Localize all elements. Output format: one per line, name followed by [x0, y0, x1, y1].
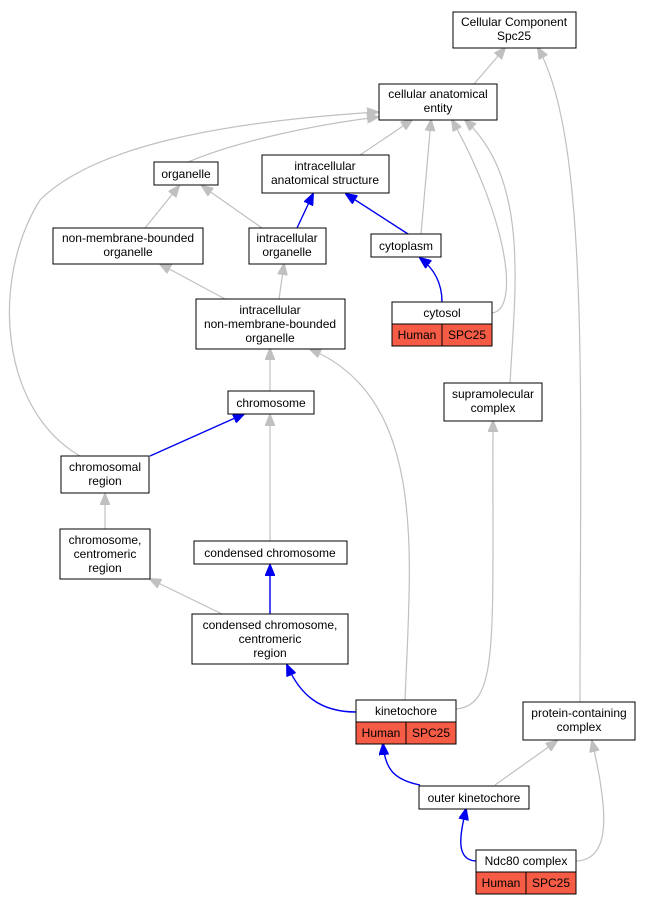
- edge-supra-to-cae: [465, 120, 516, 384]
- annotation-cytosol: Human SPC25: [391, 323, 493, 347]
- node-cellular-component[interactable]: Cellular Component Spc25: [452, 11, 577, 49]
- svg-text:SPC25: SPC25: [532, 876, 570, 890]
- node-cellular-anatomical-entity[interactable]: cellular anatomical entity: [378, 83, 498, 121]
- svg-text:intracellular: intracellular: [239, 303, 300, 317]
- node-kinetochore[interactable]: kinetochore Human SPC25: [355, 699, 457, 745]
- node-intracellular-anatomical-structure[interactable]: intracellular anatomical structure: [261, 154, 390, 194]
- node-condensed-chromosome[interactable]: condensed chromosome: [193, 540, 348, 565]
- svg-text:region: region: [88, 561, 121, 575]
- svg-text:kinetochore: kinetochore: [375, 704, 437, 718]
- svg-text:Human: Human: [398, 328, 437, 342]
- edge-nmbo-to-organelle: [144, 186, 179, 229]
- svg-text:complex: complex: [471, 401, 516, 415]
- edge-inmbo-to-nmbo: [160, 264, 226, 300]
- edge-kinetochore-to-inmbo: [310, 349, 410, 703]
- node-outer-kinetochore[interactable]: outer kinetochore: [418, 785, 530, 810]
- svg-text:condensed chromosome,: condensed chromosome,: [203, 618, 338, 632]
- svg-text:intracellular: intracellular: [256, 231, 317, 245]
- edge-kinetochore-to-cccr: [287, 665, 357, 713]
- svg-text:cytosol: cytosol: [423, 306, 460, 320]
- edge-io-to-ias: [296, 194, 313, 229]
- svg-text:organelle: organelle: [245, 331, 295, 345]
- svg-text:outer kinetochore: outer kinetochore: [428, 791, 521, 805]
- svg-text:centromeric: centromeric: [74, 547, 137, 561]
- svg-text:non-membrane-bounded: non-membrane-bounded: [204, 317, 336, 331]
- svg-text:Ndc80 complex: Ndc80 complex: [485, 854, 568, 868]
- edge-cytosol-to-cytoplasm: [420, 258, 443, 303]
- edge-io-to-organelle: [202, 186, 263, 229]
- svg-text:Cellular Component: Cellular Component: [461, 15, 568, 29]
- node-protein-containing-complex[interactable]: protein-containing complex: [522, 701, 636, 741]
- edge-inmbo-to-io: [279, 264, 284, 300]
- annotation-ndc80-complex: Human SPC25: [475, 871, 577, 895]
- node-non-membrane-bounded-organelle[interactable]: non-membrane-bounded organelle: [52, 227, 204, 265]
- svg-text:entity: entity: [424, 101, 453, 115]
- annotation-kinetochore: Human SPC25: [355, 721, 457, 745]
- svg-text:centromeric: centromeric: [239, 632, 302, 646]
- edges: [8, 48, 605, 862]
- edge-ndc80-to-outerkin: [461, 809, 477, 862]
- svg-text:protein-containing: protein-containing: [531, 706, 626, 720]
- svg-text:intracellular: intracellular: [294, 159, 355, 173]
- edge-pcc-to-cc: [538, 48, 582, 703]
- svg-text:chromosome,: chromosome,: [69, 533, 142, 547]
- node-chromosome[interactable]: chromosome: [227, 390, 315, 415]
- svg-text:SPC25: SPC25: [448, 328, 486, 342]
- edge-cytoplasm-to-ias: [346, 194, 409, 235]
- edge-outerkin-to-pcc: [494, 741, 557, 786]
- svg-text:cytoplasm: cytoplasm: [379, 239, 433, 253]
- svg-text:region: region: [88, 474, 121, 488]
- edge-cytoplasm-to-cae: [420, 120, 431, 235]
- node-chromosome-centromeric-region[interactable]: chromosome, centromeric region: [59, 528, 151, 580]
- svg-text:Spc25: Spc25: [497, 29, 531, 43]
- svg-text:condensed chromosome: condensed chromosome: [204, 546, 336, 560]
- svg-text:non-membrane-bounded: non-membrane-bounded: [62, 231, 194, 245]
- svg-text:chromosomal: chromosomal: [69, 460, 141, 474]
- edge-ndc80-to-pcc: [575, 741, 605, 862]
- node-chromosomal-region[interactable]: chromosomal region: [60, 455, 150, 494]
- node-condensed-chromosome-centromeric-region[interactable]: condensed chromosome, centromeric region: [191, 613, 349, 665]
- svg-text:chromosome: chromosome: [236, 396, 306, 410]
- edge-outerkin-to-kinetochore: [383, 744, 421, 786]
- edge-kinetochore-to-supra: [455, 421, 493, 710]
- node-supramolecular-complex[interactable]: supramolecular complex: [443, 382, 543, 422]
- node-cytosol[interactable]: cytosol Human SPC25: [391, 301, 493, 347]
- edge-organelle-to-cae: [187, 117, 378, 163]
- edge-cae-to-cc: [473, 48, 505, 85]
- edge-cccr-to-ccr: [150, 579, 223, 615]
- edge-cytosol-to-cae: [452, 120, 508, 314]
- svg-text:Human: Human: [482, 876, 521, 890]
- svg-text:organelle: organelle: [103, 245, 153, 259]
- svg-text:cellular anatomical: cellular anatomical: [388, 87, 487, 101]
- edge-ias-to-cae: [359, 120, 412, 156]
- svg-text:Human: Human: [362, 726, 401, 740]
- node-intracellular-organelle[interactable]: intracellular organelle: [248, 227, 327, 265]
- edge-chromreg-to-cae: [8, 112, 378, 457]
- node-cytoplasm[interactable]: cytoplasm: [370, 233, 442, 258]
- svg-text:anatomical structure: anatomical structure: [271, 173, 379, 187]
- node-ndc80-complex[interactable]: Ndc80 complex Human SPC25: [475, 849, 577, 895]
- svg-text:organelle: organelle: [262, 245, 312, 259]
- node-organelle[interactable]: organelle: [153, 161, 219, 186]
- svg-text:region: region: [253, 646, 286, 660]
- svg-text:SPC25: SPC25: [412, 726, 450, 740]
- node-intracellular-non-membrane-bounded-organelle[interactable]: intracellular non-membrane-bounded organ…: [195, 298, 346, 350]
- svg-text:supramolecular: supramolecular: [452, 387, 534, 401]
- edge-chromreg-to-chromosome: [149, 414, 244, 457]
- svg-text:complex: complex: [557, 720, 602, 734]
- svg-text:organelle: organelle: [161, 167, 211, 181]
